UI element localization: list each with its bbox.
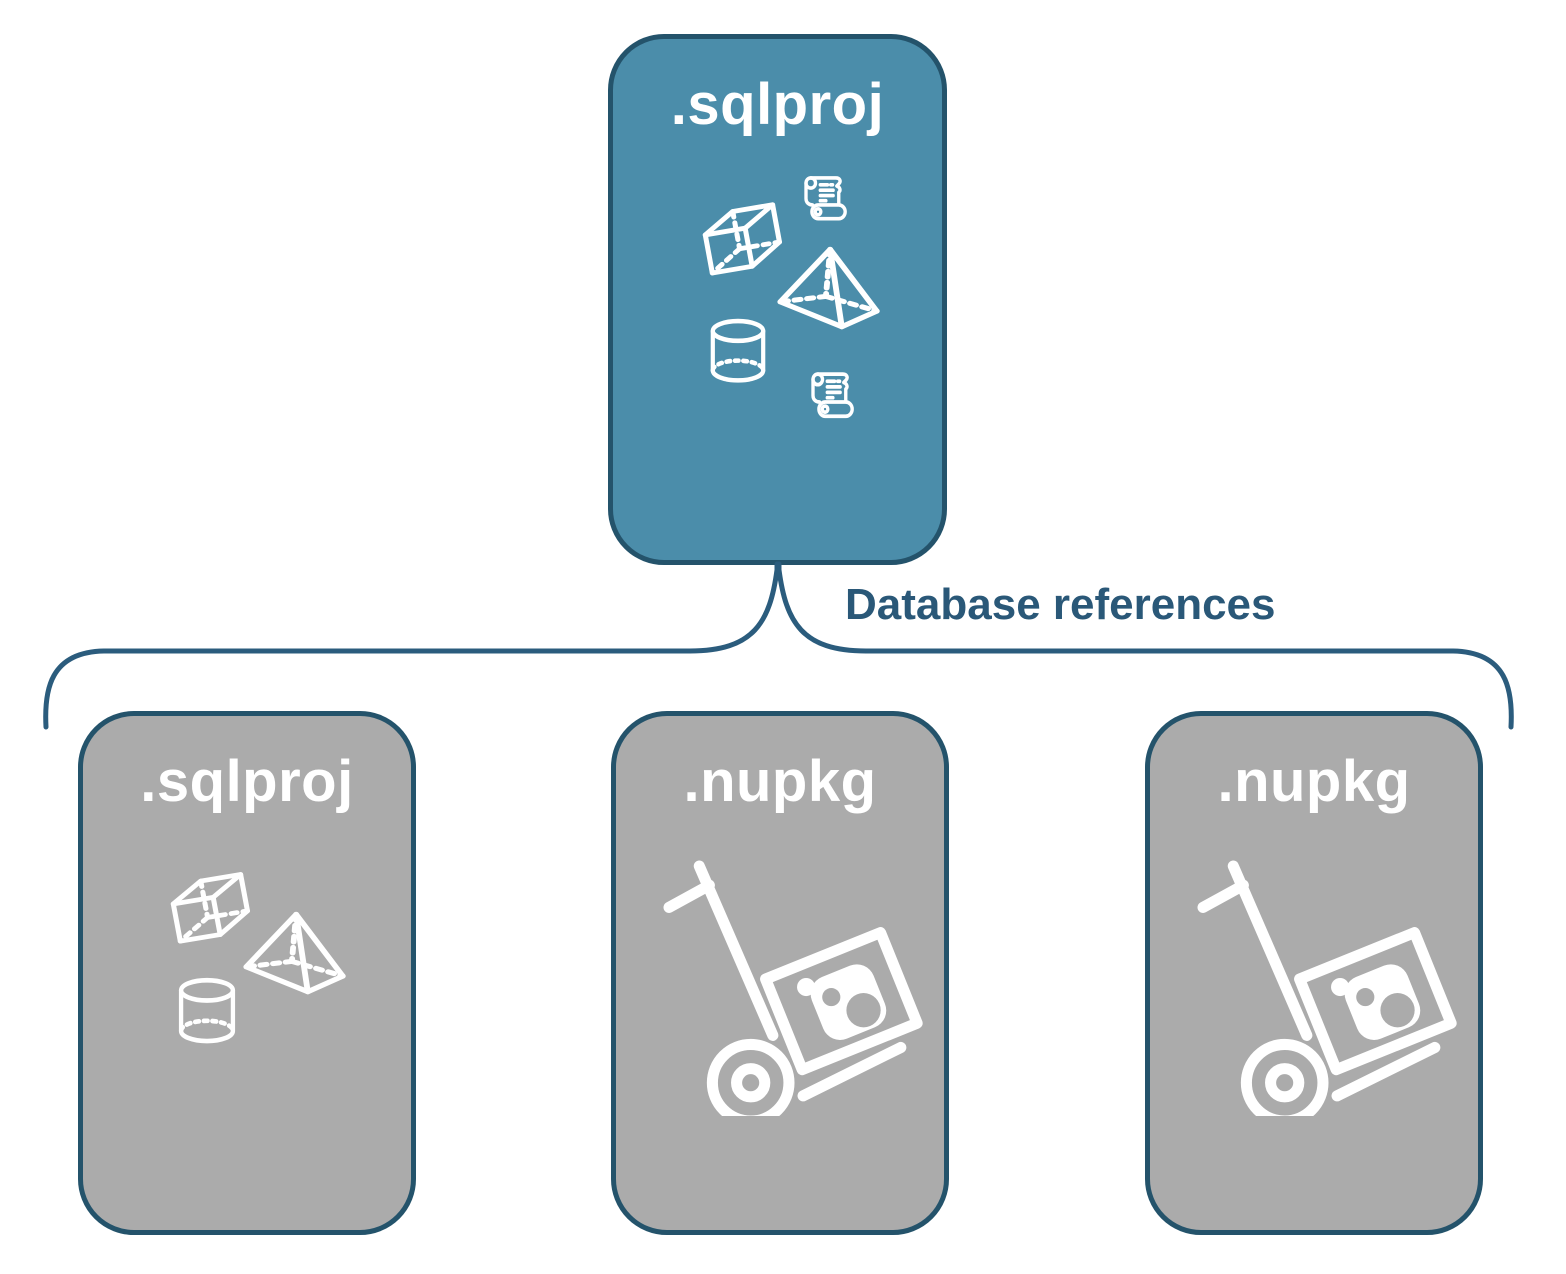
cylinder-icon [171,974,243,1052]
scroll-icon [799,171,855,231]
child-card-label: .sqlproj [140,749,354,814]
scroll-icon [806,367,862,429]
child-card-label: .nupkg [683,749,877,814]
root-card-sqlproj: .sqlproj [608,34,947,565]
handtruck-nuget-icon [662,854,924,1116]
nuget-logo [1331,964,1421,1040]
cube-icon [695,192,787,280]
root-card-label: .sqlproj [670,72,885,137]
nuget-logo [797,964,887,1040]
child-card-label: .nupkg [1217,749,1411,814]
connector-label: Database references [845,580,1276,629]
handtruck-nuget-icon [1196,854,1458,1116]
child-card-sqlproj: .sqlproj [78,711,416,1235]
pyramid-icon [241,908,347,1000]
cube-icon [163,862,255,948]
child-card-nupkg-2: .nupkg [1145,711,1483,1235]
child-card-nupkg-1: .nupkg [611,711,949,1235]
pyramid-icon [775,243,881,335]
cylinder-icon [703,315,773,391]
